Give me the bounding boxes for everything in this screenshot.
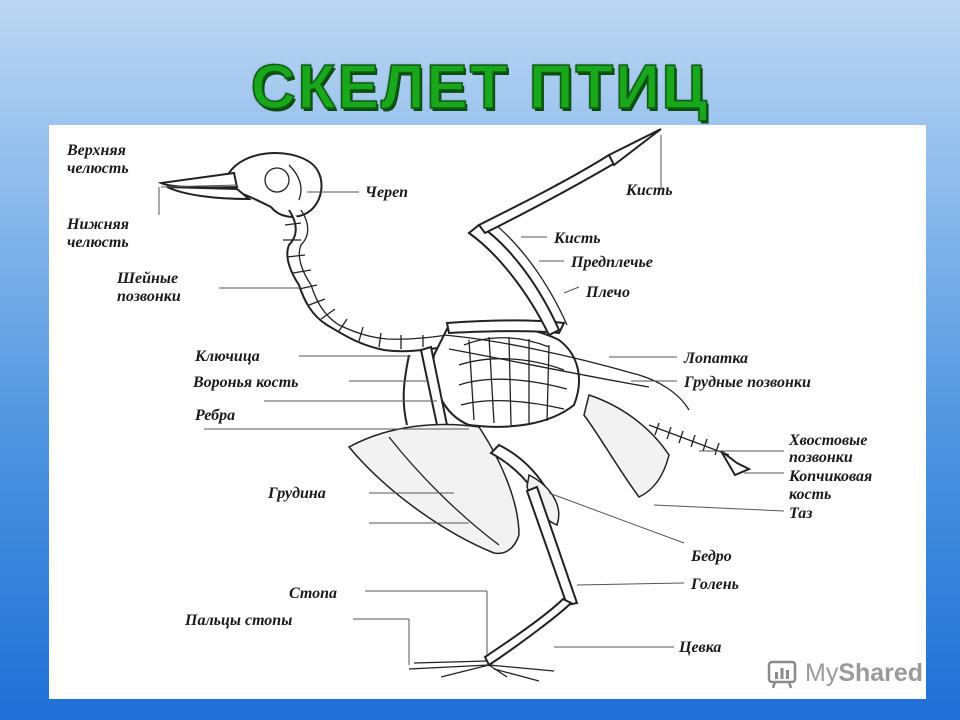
bird-skeleton-diagram: Верхняя челюсть Нижняя челюсть Шейные по…: [66, 128, 872, 682]
label-hand-top: Кисть: [625, 182, 673, 199]
label-hand: Кисть: [553, 230, 601, 247]
label-skull: Череп: [365, 184, 408, 201]
myshared-logo-icon: [767, 660, 797, 689]
clavicle-drawing: [402, 354, 410, 426]
label-pygostyle-line1: Копчиковая: [788, 468, 872, 485]
lower-jaw-drawing: [166, 186, 252, 201]
label-pygostyle-line2: кость: [789, 486, 831, 503]
label-sternum: Грудина: [267, 485, 326, 502]
leader-lines: [158, 135, 785, 665]
label-thoracic: Грудные позвонки: [683, 374, 811, 391]
ribcage-drawing: [432, 322, 580, 428]
label-neck-line2: позвонки: [117, 288, 181, 305]
label-ribs: Ребра: [194, 407, 235, 424]
label-lower-jaw-line1: Нижняя: [66, 216, 129, 233]
label-caudal-line1: Хвостовые: [788, 432, 867, 449]
hand-drawing: [477, 153, 617, 235]
label-clavicle: Ключица: [194, 348, 260, 365]
label-pelvis: Таз: [789, 505, 812, 522]
toes-drawing: [408, 660, 555, 682]
label-upper-jaw-line1: Верхняя: [66, 142, 126, 159]
watermark-text-prefix: My: [805, 658, 839, 687]
watermark-text-bold: Shared: [838, 658, 924, 687]
diagram-panel: Верхняя челюсть Нижняя челюсть Шейные по…: [49, 125, 926, 699]
label-upper-jaw-line2: челюсть: [67, 160, 129, 177]
watermark: MyShared: [767, 655, 923, 691]
humerus-drawing: [445, 319, 566, 335]
tarsus-drawing: [483, 597, 573, 667]
skull-drawing: [227, 151, 323, 218]
label-lower-jaw-line2: челюсть: [67, 234, 129, 251]
label-neck-line1: Шейные: [116, 270, 178, 287]
labels: Верхняя челюсть Нижняя челюсть Шейные по…: [66, 142, 872, 656]
label-foot: Стопа: [289, 585, 337, 602]
label-forearm: Предплечье: [570, 254, 653, 271]
watermark-text: MyShared: [805, 659, 923, 688]
hand-tip-drawing: [607, 128, 662, 167]
label-tarsus: Цевка: [678, 639, 721, 656]
pelvis-drawing: [583, 394, 670, 498]
caudal-vertebrae-drawing: [648, 422, 730, 456]
eye-socket: [264, 167, 290, 193]
forearm-drawing: [467, 223, 561, 337]
slide-title: СКЕЛЕТ ПТИЦ: [250, 52, 710, 123]
label-coracoid: Воронья кость: [192, 374, 298, 391]
label-toes: Пальцы стопы: [184, 612, 292, 629]
neck-vertebrae-drawing: [283, 209, 448, 353]
thoracic-spine-drawing: [448, 348, 650, 388]
scapula-drawing: [443, 334, 690, 411]
label-shoulder: Плечо: [585, 284, 630, 301]
label-tibia: Голень: [690, 576, 739, 593]
sternum-drawing: [347, 423, 520, 555]
label-femur: Бедро: [690, 548, 732, 565]
label-scapula: Лопатка: [683, 350, 748, 367]
skeleton-drawing: [157, 128, 752, 682]
pygostyle-drawing: [720, 450, 752, 477]
label-caudal-line2: позвонки: [789, 449, 853, 466]
